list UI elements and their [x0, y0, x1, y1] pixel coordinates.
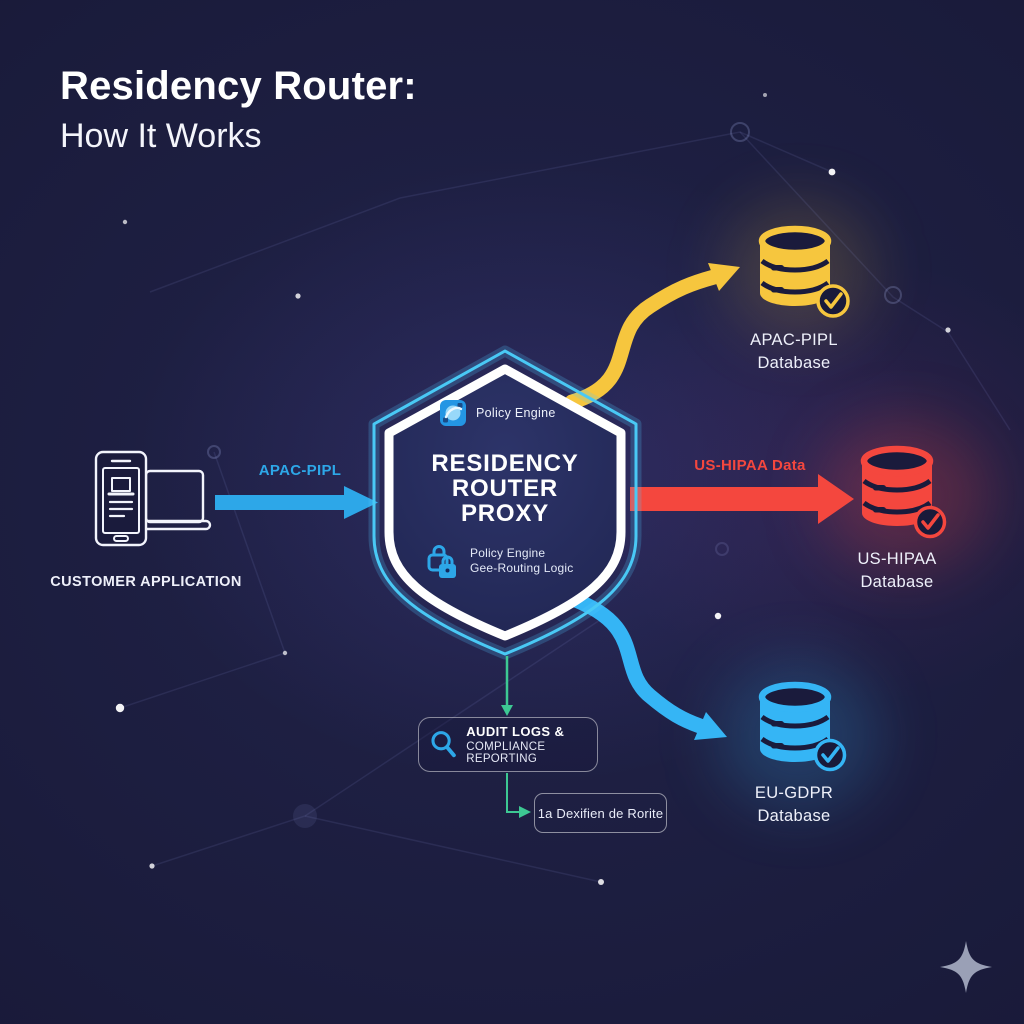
- shield-title-line3: PROXY: [460, 500, 550, 527]
- title-line1: Residency Router:: [60, 64, 417, 108]
- geo-routing-line2: Gee-Routing Logic: [470, 561, 574, 575]
- network-decoration: [115, 93, 1011, 885]
- us-database-label: US-HIPAA Database: [812, 548, 982, 594]
- geo-routing-labels: Policy Engine Gee-Routing Logic: [470, 546, 573, 577]
- geo-routing-badge: Policy Engine Gee-Routing Logic: [426, 542, 573, 580]
- shield-title: RESIDENCY ROUTER PROXY: [393, 451, 617, 526]
- apac-db-type: Database: [757, 354, 831, 372]
- shield-title-line1: RESIDENCY: [431, 450, 579, 477]
- us-flow-label: US-HIPAA Data: [694, 457, 806, 474]
- apac-request-label: APAC-PIPL: [258, 462, 342, 479]
- note-arrow: [506, 773, 531, 818]
- policy-engine-label: Policy Engine: [476, 406, 556, 420]
- us-database-icon: [860, 445, 947, 539]
- phone-laptop-icon: [94, 450, 212, 547]
- apac-database-label: APAC-PIPL Database: [709, 329, 879, 375]
- sparkle-icon: [940, 941, 992, 993]
- audit-logs-text: AUDIT LOGS & COMPLIANCE REPORTING: [466, 724, 597, 765]
- policy-engine-icon: [440, 400, 466, 426]
- eu-database-label: EU-GDPR Database: [709, 782, 879, 828]
- eu-db-type: Database: [757, 807, 831, 825]
- audit-arrow: [501, 656, 513, 716]
- audit-line1: AUDIT LOGS &: [466, 724, 565, 739]
- policy-engine-badge-top: Policy Engine: [440, 400, 556, 426]
- us-db-type: Database: [860, 573, 934, 591]
- apac-database-icon: [758, 225, 850, 318]
- eu-flow-arrow: [562, 590, 727, 740]
- audit-logs-box: AUDIT LOGS & COMPLIANCE REPORTING: [418, 717, 598, 772]
- us-db-name: US-HIPAA: [857, 550, 937, 568]
- geo-routing-line1: Policy Engine: [470, 545, 546, 560]
- page-title: Residency Router: How It Works: [60, 64, 417, 156]
- us-flow-arrow: [630, 474, 854, 524]
- audit-line2: COMPLIANCE REPORTING: [466, 741, 546, 765]
- eu-db-name: EU-GDPR: [754, 784, 834, 802]
- lock-icon: [427, 545, 456, 578]
- apac-db-name: APAC-PIPL: [750, 331, 838, 349]
- apac-request-arrow: [215, 486, 378, 519]
- title-line2: How It Works: [60, 117, 262, 155]
- customer-application-label: CUSTOMER APPLICATION: [50, 574, 242, 590]
- note-box: 1a Dexifien de Rorite: [534, 793, 667, 833]
- note-label: 1a Dexifien de Rorite: [537, 805, 664, 821]
- shield-title-line2: ROUTER: [451, 475, 559, 502]
- magnifier-icon: [431, 730, 456, 757]
- apac-flow-arrow: [564, 263, 740, 410]
- eu-database-icon: [758, 681, 847, 772]
